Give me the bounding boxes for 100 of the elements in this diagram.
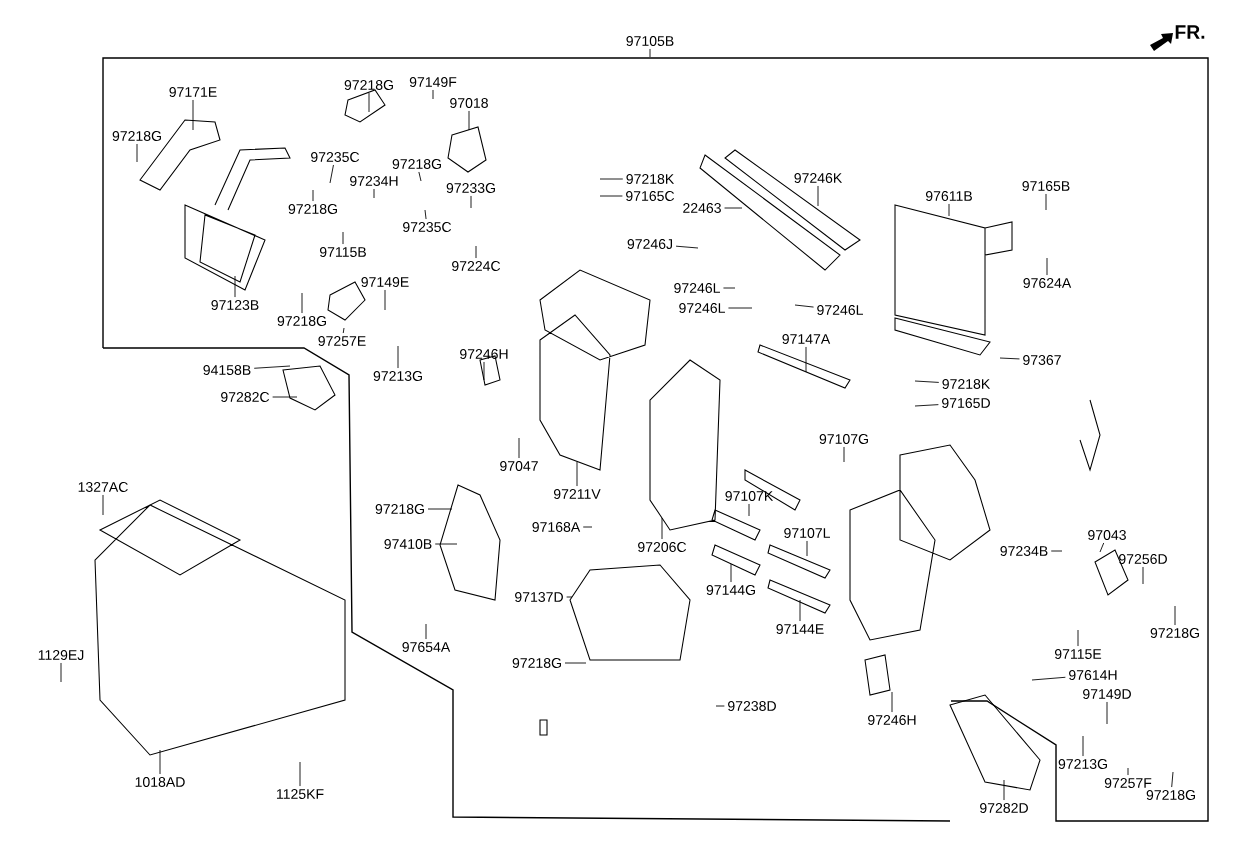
leader-line	[1046, 257, 1048, 276]
leader-line	[1171, 771, 1174, 788]
leader-line	[730, 563, 732, 583]
leader-line	[483, 361, 485, 381]
part-number: 97218G	[1146, 790, 1195, 800]
part-number: 97256D	[1119, 554, 1167, 564]
part-number: 97233G	[446, 183, 495, 193]
part-number: 97224C	[452, 261, 501, 271]
part-number: 97115E	[1054, 649, 1102, 659]
part-number: 97107K	[725, 491, 774, 501]
leader-line	[805, 346, 807, 373]
leader-line	[799, 599, 801, 622]
leader-line	[397, 345, 399, 369]
leader-line	[843, 446, 845, 463]
leader-line	[299, 761, 301, 787]
leader-line	[649, 48, 651, 58]
part-number: 97213G	[373, 371, 422, 381]
part-number: 97206C	[638, 542, 687, 552]
part-number: 97654A	[402, 642, 451, 652]
leader-line	[342, 231, 344, 245]
part-number: 97218G	[1150, 628, 1199, 638]
part-number: 97168A	[532, 522, 581, 532]
leader-line	[715, 705, 725, 707]
leader-line	[1031, 676, 1066, 681]
part-number: 97218G	[392, 159, 441, 169]
part-number: 97282C	[221, 392, 270, 402]
leader-line	[914, 404, 939, 407]
part-number: 97218G	[288, 204, 337, 214]
part-number: 97246L	[679, 303, 725, 313]
part-number: 97282D	[980, 803, 1028, 813]
leader-line	[253, 365, 291, 369]
part-number: 97246L	[817, 305, 863, 315]
leader-line	[806, 540, 808, 557]
part-number: 97213G	[1058, 759, 1107, 769]
part-number: 97410B	[384, 539, 432, 549]
part-number: 97144G	[706, 585, 755, 595]
leader-line	[301, 292, 303, 314]
leader-line	[373, 188, 375, 199]
leader-line	[1082, 735, 1084, 757]
leader-line	[418, 171, 422, 182]
part-number: 97238D	[728, 701, 776, 711]
leader-line	[434, 543, 458, 545]
leader-line	[136, 143, 138, 163]
leader-line	[723, 287, 736, 289]
leader-line	[1045, 193, 1047, 211]
part-number: 1125KF	[277, 789, 324, 799]
part-number: 97257E	[318, 336, 366, 346]
part-number: 97105B	[626, 36, 674, 46]
leader-line	[728, 307, 753, 309]
leader-line	[914, 380, 940, 383]
leader-line	[159, 749, 161, 775]
direction-label: FR.	[1175, 25, 1205, 39]
part-number: 97165D	[942, 398, 990, 408]
part-number: 97123B	[211, 300, 259, 310]
leader-line	[475, 245, 477, 259]
part-number: 97107L	[784, 528, 830, 538]
part-number: 97246H	[868, 715, 916, 725]
leader-line	[468, 110, 470, 131]
part-number: 97611B	[925, 191, 972, 201]
leader-line	[272, 396, 298, 398]
part-number: 97218G	[112, 131, 161, 141]
leader-line	[470, 195, 472, 209]
part-number: 97257F	[1104, 778, 1152, 788]
part-number: 97234B	[1000, 546, 1048, 556]
leader-line	[1099, 542, 1105, 553]
part-number: 97218K	[942, 379, 991, 389]
leader-line	[599, 195, 623, 197]
part-number: 97218G	[277, 316, 326, 326]
leader-line	[999, 357, 1020, 360]
part-number: 97115B	[319, 247, 366, 257]
leader-line	[384, 289, 386, 311]
part-number: 97211V	[553, 489, 601, 499]
part-number: 97246H	[460, 349, 508, 359]
part-number: 97137D	[515, 592, 563, 602]
part-number: 97235C	[403, 222, 452, 232]
part-number: 97235C	[311, 152, 360, 162]
leader-line	[1127, 767, 1129, 776]
part-number: 97047	[500, 461, 538, 471]
part-number: 97218G	[375, 504, 424, 514]
leader-line	[427, 508, 453, 510]
leader-line	[948, 203, 950, 217]
part-number: 1327AC	[78, 482, 128, 492]
part-number: 1129EJ	[38, 650, 84, 660]
leader-line	[312, 189, 314, 202]
part-number: 97246J	[627, 239, 672, 249]
leader-line	[817, 185, 819, 207]
part-number: 97018	[450, 98, 488, 108]
leader-line	[661, 517, 663, 540]
part-number: 97147A	[782, 334, 831, 344]
part-number: 97165B	[1022, 181, 1070, 191]
part-number: 97149E	[361, 277, 409, 287]
leader-line	[582, 526, 593, 528]
leader-line	[342, 327, 345, 334]
part-number: 97144E	[776, 624, 824, 634]
leader-line	[60, 662, 62, 683]
leader-line	[329, 164, 334, 184]
leader-line	[192, 99, 194, 131]
part-number: 97043	[1088, 530, 1126, 540]
part-number: 97149F	[409, 77, 457, 87]
part-number: 97165C	[626, 191, 675, 201]
